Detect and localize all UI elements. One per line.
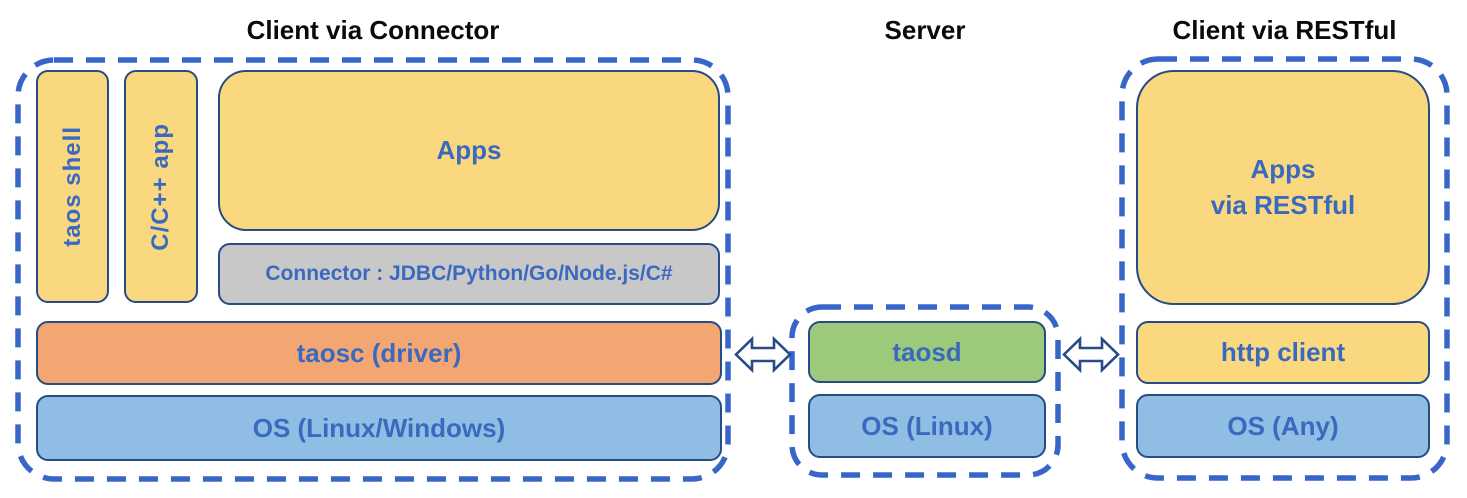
left-bidirectional-arrow-icon [734,332,792,377]
os-linux-windows-label: OS (Linux/Windows) [252,412,506,443]
os-any-box: OS (Any) [1136,394,1430,458]
os-linux-windows-box: OS (Linux/Windows) [36,395,722,461]
cpp-app-label: C/C++ app [147,122,174,251]
cpp-app-box: C/C++ app [124,70,198,303]
apps-via-restful-box: Apps via RESTful [1136,70,1430,305]
restful-client-title: Client via RESTful [1172,15,1397,45]
taos-shell-box: taos shell [36,70,109,303]
http-client-box: http client [1136,321,1430,384]
taosc-driver-box: taosc (driver) [36,321,722,385]
connector-label: Connector : JDBC/Python/Go/Node.js/C# [265,262,673,285]
right-bidirectional-arrow-icon [1062,332,1120,377]
apps-label: Apps [436,135,502,165]
restful-client-group-outline [1119,56,1450,481]
taos-shell-label: taos shell [58,126,86,247]
connector-box: Connector : JDBC/Python/Go/Node.js/C# [218,243,720,305]
taosd-label: taosd [892,336,962,367]
os-linux-label: OS (Linux) [861,410,993,441]
http-client-label: http client [1220,337,1346,367]
connector-client-title: Client via Connector [246,15,500,45]
os-linux-box: OS (Linux) [808,394,1046,458]
server-title: Server [884,15,966,45]
taosd-box: taosd [808,321,1046,383]
apps-box: Apps [218,70,720,231]
server-group-outline [789,304,1061,478]
apps-via-restful-label: Apps via RESTful [1210,154,1356,220]
connector-client-group-outline [15,57,731,482]
os-any-label: OS (Any) [1227,410,1339,441]
taosc-driver-label: taosc (driver) [296,337,462,368]
